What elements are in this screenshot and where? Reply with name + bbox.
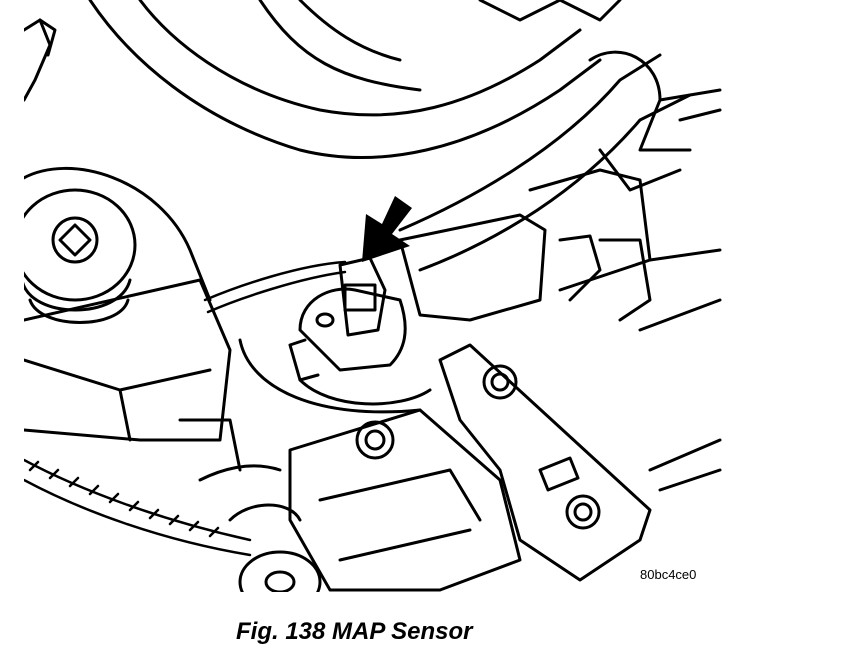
lower-fittings: [178, 418, 322, 592]
figure-caption: Fig. 138 MAP Sensor: [236, 618, 473, 645]
intake-hose: [88, 0, 622, 159]
lower-housing: [288, 408, 522, 592]
map-sensor: [238, 256, 432, 414]
wiring-harness: [24, 260, 347, 557]
reservoir-cap: [24, 188, 137, 324]
center-housing: [398, 168, 652, 322]
mount-bracket: [438, 343, 652, 582]
figure-reference-code: 80bc4ce0: [640, 567, 697, 582]
right-panels: [638, 248, 722, 492]
pointer-arrow: [362, 196, 412, 262]
top-left-bracket: [24, 18, 57, 102]
tube-bracket: [398, 50, 722, 272]
reservoir-body: [24, 166, 232, 442]
